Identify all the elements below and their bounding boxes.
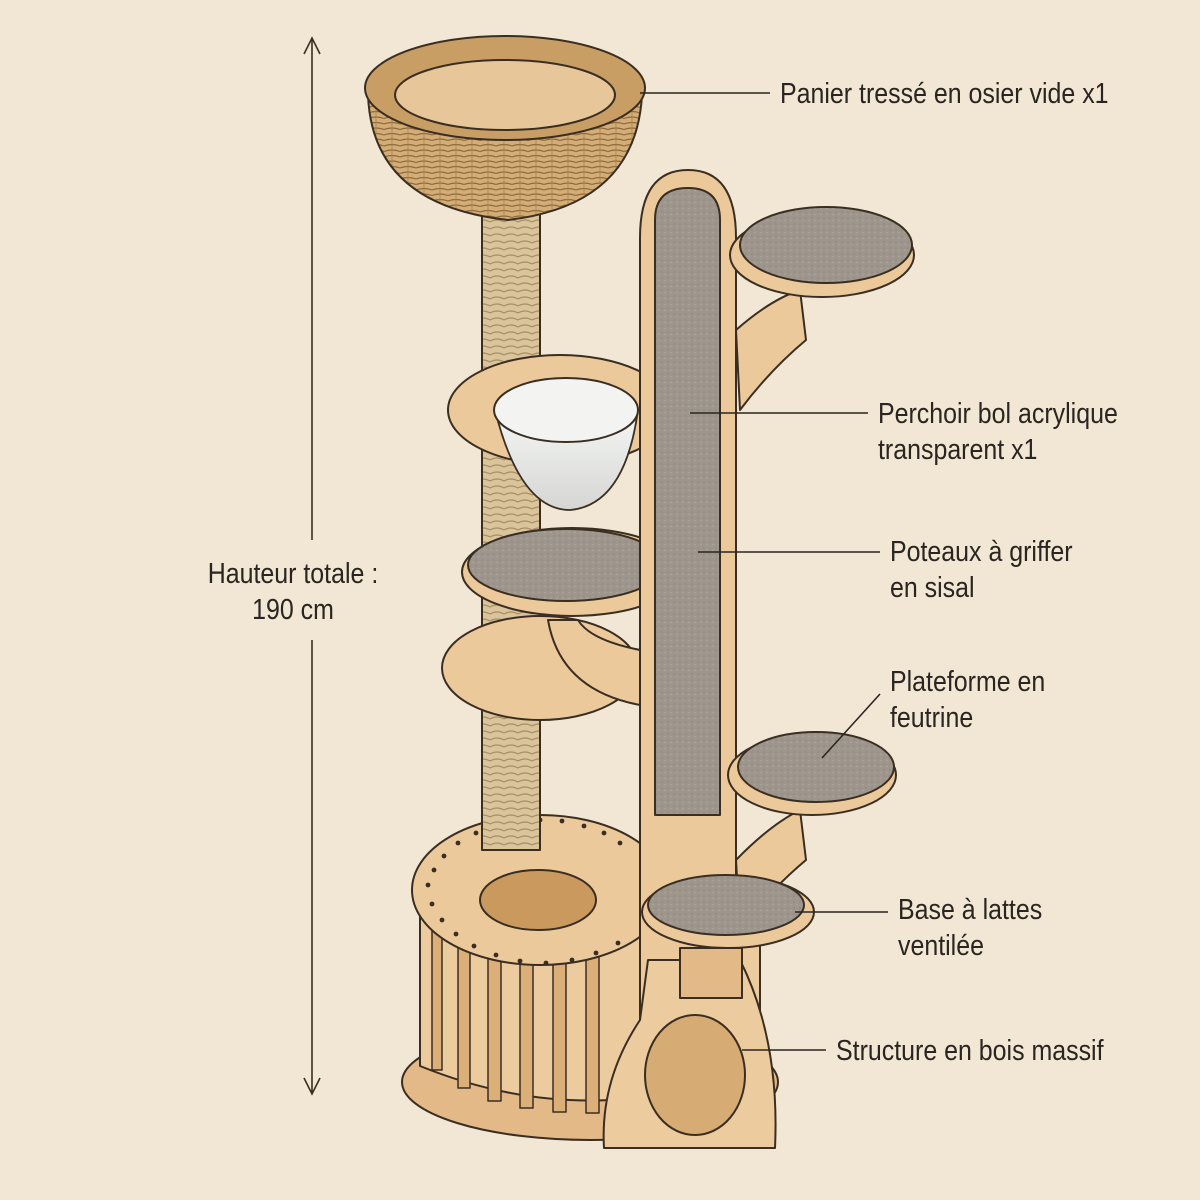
callout-bowl-line-2: transparent x1 [878, 434, 1038, 466]
acrylic-bowl-rim [493, 377, 639, 443]
callout-sisal: Poteaux à griffer en sisal [890, 534, 1073, 606]
height-dimension-arrow [303, 36, 321, 1096]
step-felt-pad [647, 874, 805, 936]
callout-basket-line-1: Panier tressé en osier vide x1 [780, 78, 1109, 110]
callout-sisal-line-1: Poteaux à griffer [890, 536, 1073, 568]
callout-wood-line-1: Structure en bois massif [836, 1035, 1104, 1067]
sisal-post [481, 199, 541, 851]
basket-inner [394, 59, 616, 131]
sisal-scratch-board [654, 187, 721, 816]
callout-bowl: Perchoir bol acrylique transparent x1 [878, 396, 1118, 468]
cave-entrance [644, 1014, 746, 1136]
callout-felt-line-2: feutrine [890, 702, 974, 734]
callout-bowl-line-1: Perchoir bol acrylique [878, 398, 1118, 430]
lower-right-felt-pad [737, 731, 895, 803]
base-top-hole [479, 869, 597, 931]
callout-basket: Panier tressé en osier vide x1 [780, 76, 1109, 112]
leader-felt [821, 693, 881, 759]
callout-wood: Structure en bois massif [836, 1033, 1104, 1069]
callout-leader-lines [640, 92, 888, 1051]
height-label-line-2: 190 cm [252, 594, 334, 626]
callout-felt-line-1: Plateforme en [890, 666, 1046, 698]
callout-felt: Plateforme en feutrine [890, 664, 1045, 736]
callout-base-line-1: Base à lattes [898, 894, 1043, 926]
callout-sisal-line-2: en sisal [890, 572, 975, 604]
top-right-felt-pad [739, 206, 913, 284]
callout-base: Base à lattes ventilée [898, 892, 1042, 964]
top-branch-support [735, 289, 807, 411]
callout-base-line-2: ventilée [898, 930, 984, 962]
middle-felt-platform-pad [467, 528, 665, 602]
cave-step [679, 947, 743, 999]
height-label-line-1: Hauteur totale : [207, 558, 379, 590]
height-label: Hauteur totale : 190 cm [197, 556, 390, 628]
